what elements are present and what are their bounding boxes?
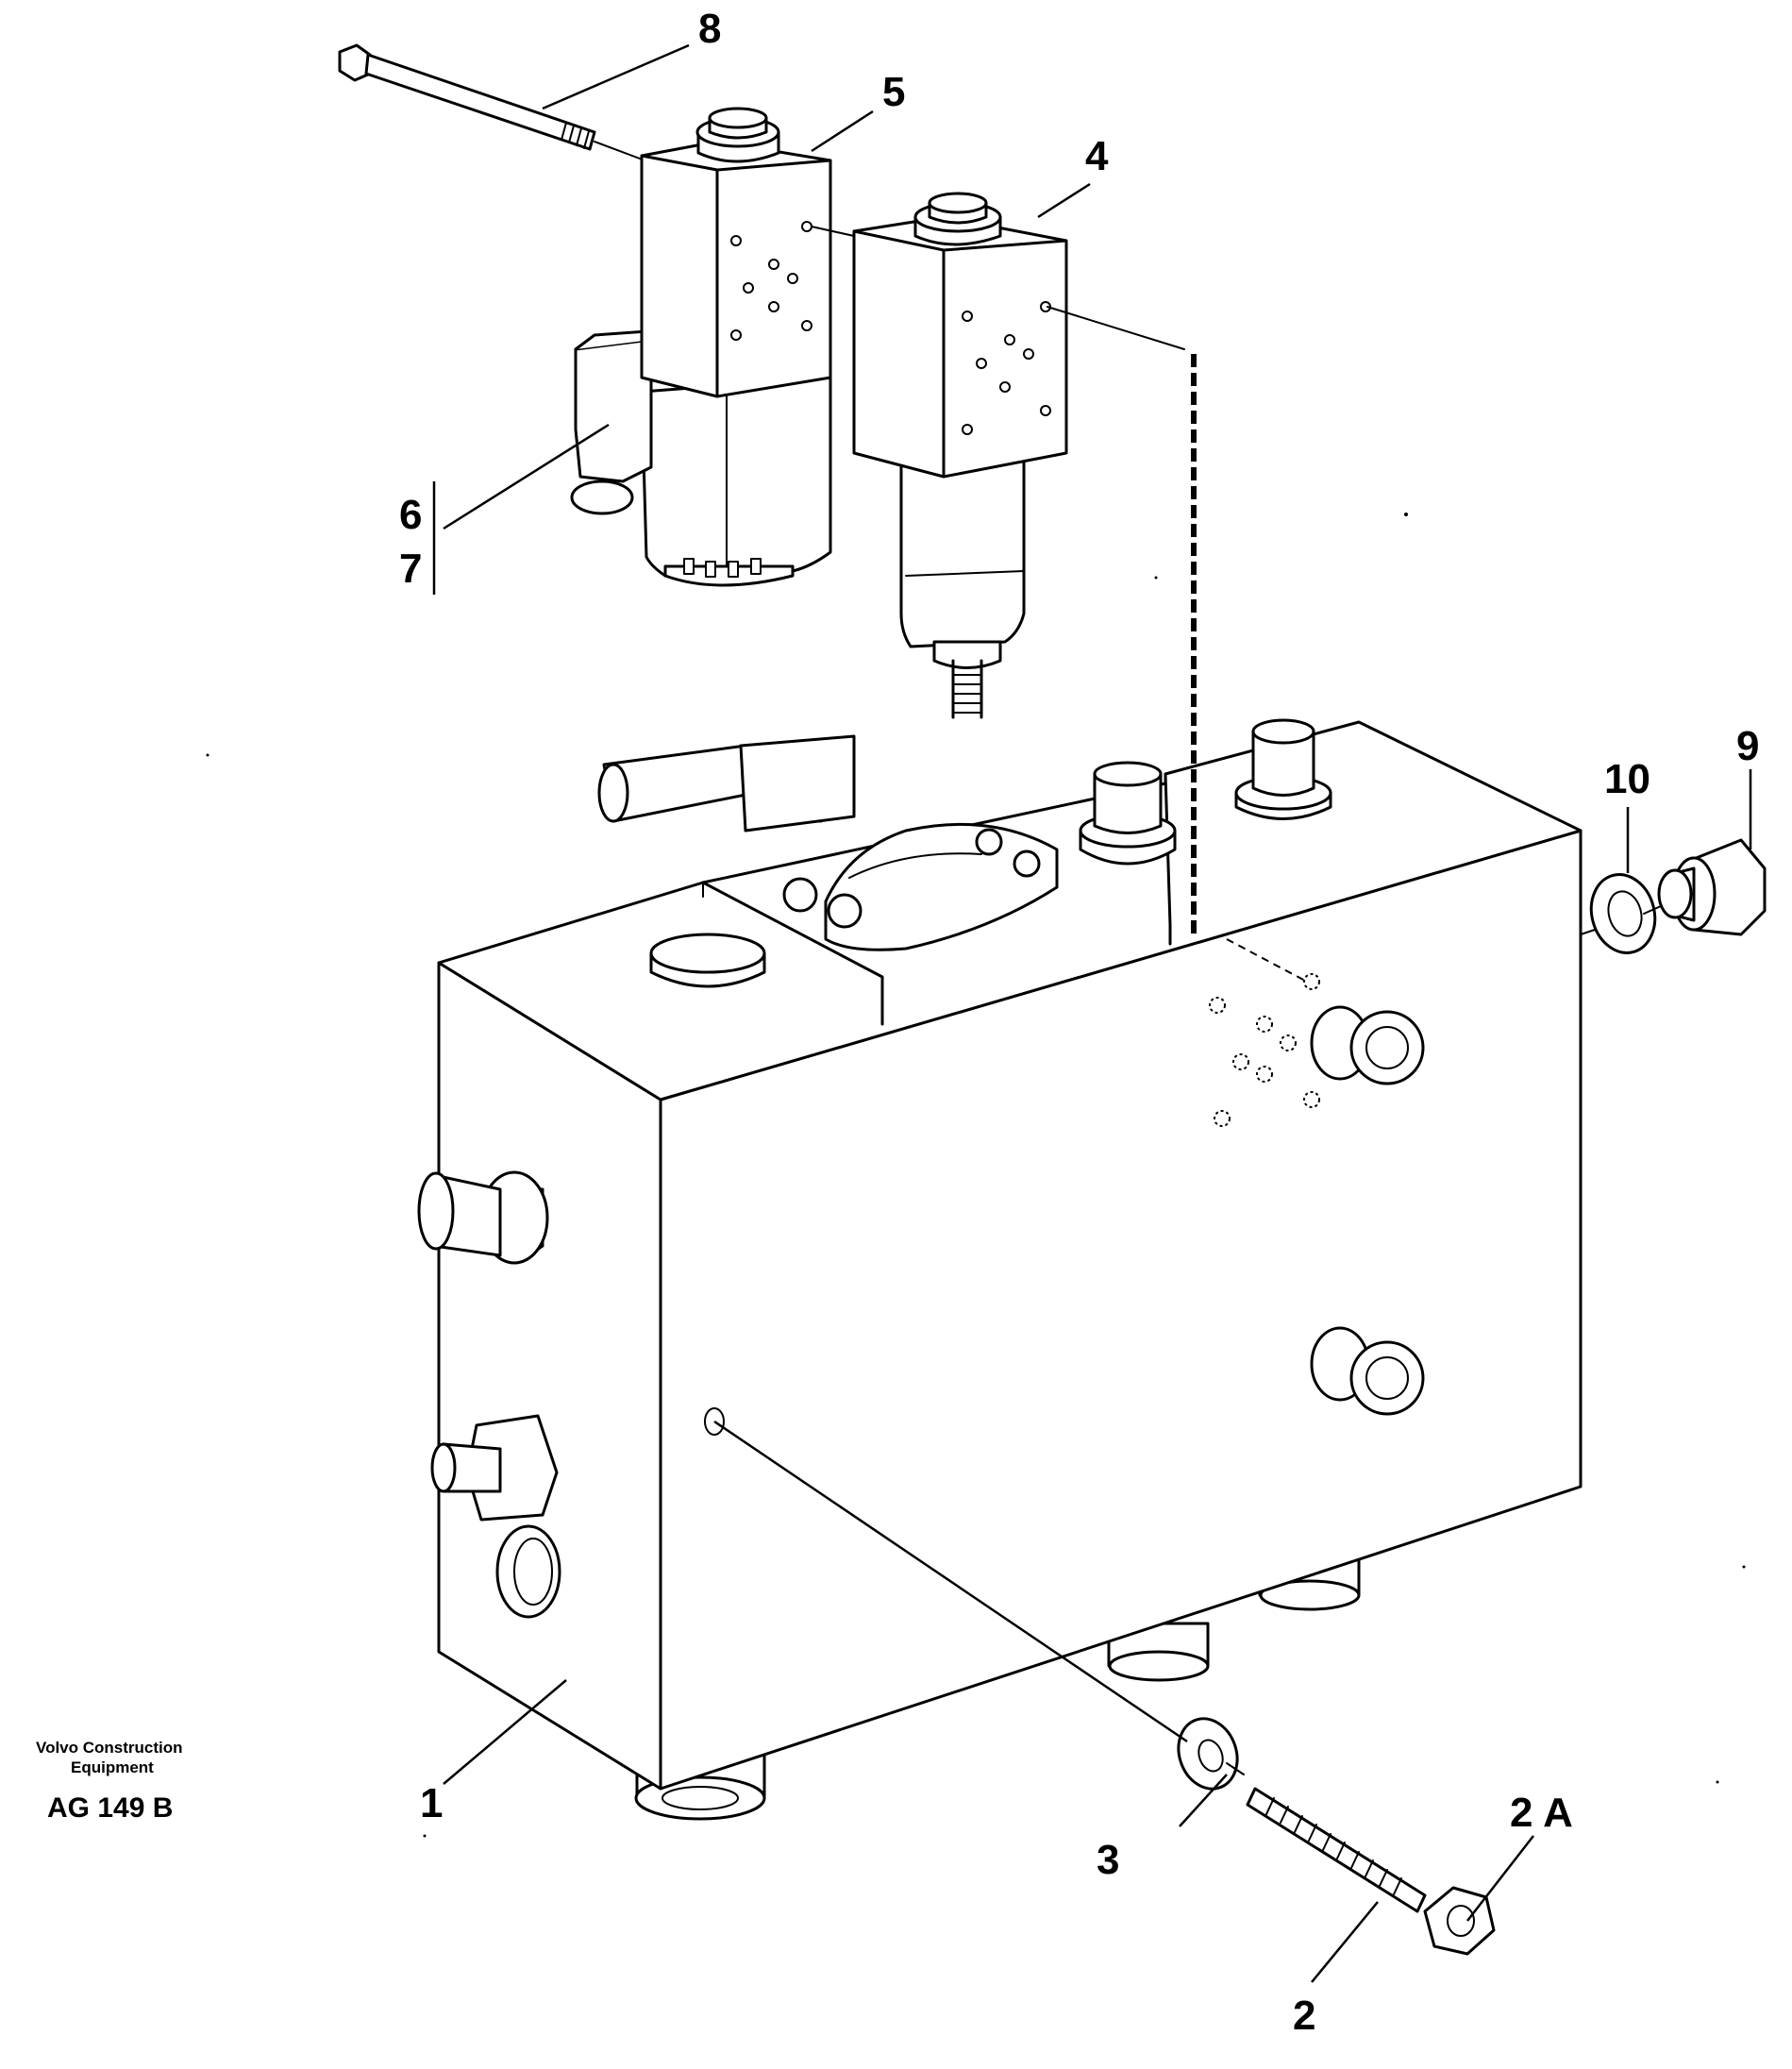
callout-1: 1 <box>420 1780 443 1826</box>
solenoid-valve-5 <box>570 107 832 587</box>
solenoid-valve-4 <box>852 192 1068 719</box>
callout-5: 5 <box>882 69 905 115</box>
left-fitting-lower <box>430 1414 561 1619</box>
valve-block <box>417 718 1583 1821</box>
valve-seat-holes <box>1209 973 1320 1127</box>
leader-lines <box>432 43 1752 1983</box>
assembly-lines <box>713 226 1308 1775</box>
washer-3 <box>1177 1717 1239 1791</box>
bottom-bosses <box>634 1556 1361 1821</box>
tube-and-clamp <box>597 734 1059 951</box>
top-plug <box>649 933 766 988</box>
brand-line-1: Volvo Construction <box>36 1739 183 1757</box>
washer-10 <box>1589 873 1657 954</box>
callout-8: 8 <box>698 6 721 52</box>
brand-line-2: Equipment <box>71 1758 154 1776</box>
screw-2 <box>1246 1787 1427 1913</box>
callout-3: 3 <box>1097 1837 1119 1883</box>
print-specks <box>206 513 1746 1838</box>
callout-2: 2 <box>1293 1993 1315 2039</box>
top-port-a <box>1079 761 1177 866</box>
front-plug-lower <box>1310 1326 1425 1416</box>
callout-4: 4 <box>1085 133 1109 179</box>
callout-6: 6 <box>399 492 422 538</box>
plug-9 <box>1657 838 1767 936</box>
front-plug-upper <box>1310 1005 1425 1085</box>
callout-2a: 2 A <box>1510 1790 1573 1836</box>
callout-9: 9 <box>1736 723 1759 769</box>
block-left-face <box>437 961 662 1791</box>
nut-2a <box>1423 1886 1496 1956</box>
left-fitting-upper <box>417 1170 549 1265</box>
drawing-code: AG 149 B <box>47 1792 173 1824</box>
long-bolt-8 <box>338 43 641 160</box>
callout-10: 10 <box>1604 756 1650 802</box>
callout-7: 7 <box>399 546 422 592</box>
top-port-b <box>1234 718 1332 820</box>
